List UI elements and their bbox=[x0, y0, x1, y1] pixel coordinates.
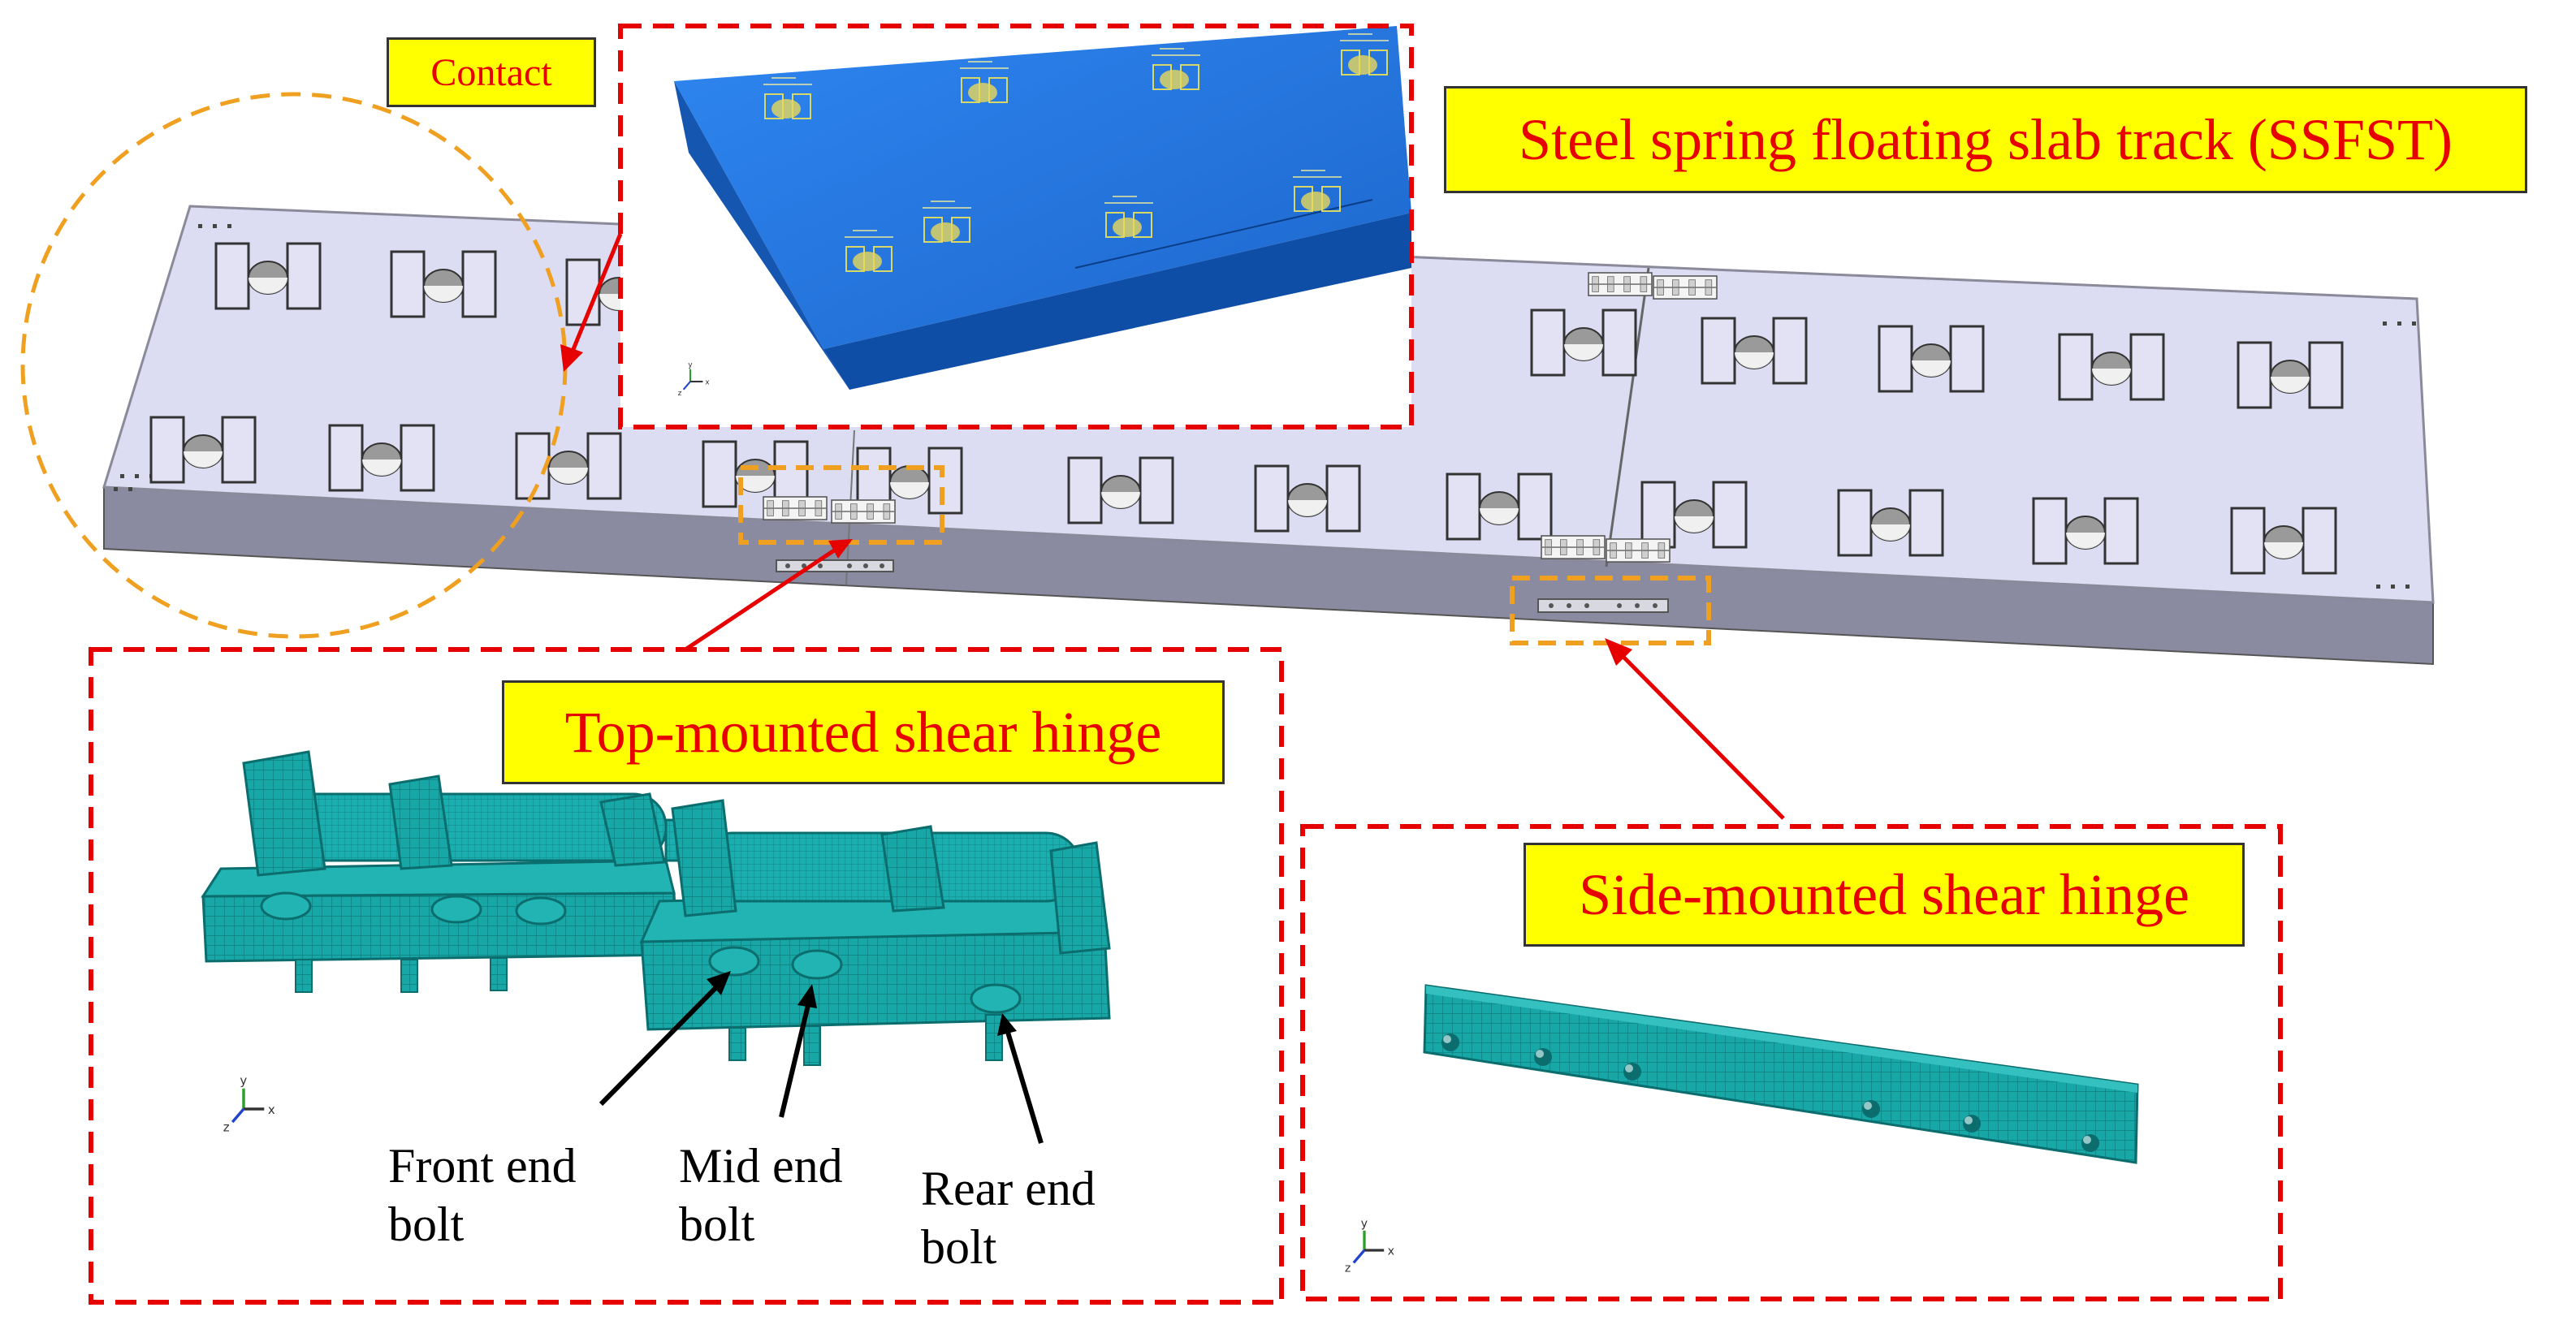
inset-contact bbox=[620, 26, 1411, 427]
inset-top-hinge-frame bbox=[89, 647, 1284, 1305]
side-hinge-label: Side-mounted shear hinge bbox=[1524, 843, 2245, 947]
blue-slab-side-front bbox=[823, 213, 1411, 390]
contact-label: Contact bbox=[387, 37, 596, 107]
mid-bolt-label-line2: bolt bbox=[679, 1197, 755, 1251]
top-hinge-label: Top-mounted shear hinge bbox=[502, 680, 1225, 784]
rear-bolt-label-line1: Rear end bbox=[921, 1162, 1096, 1215]
front-bolt-label-line1: Front end bbox=[388, 1139, 577, 1193]
hinge-right-assembly bbox=[639, 799, 1111, 1066]
corner-marks bbox=[114, 224, 2416, 589]
mid-bolt-label-line1: Mid end bbox=[679, 1139, 843, 1193]
inset-side-hinge-frame bbox=[1300, 824, 2283, 1301]
ssfst-label: Steel spring floating slab track (SSFST) bbox=[1444, 86, 2527, 193]
rear-bolt-label-line2: bolt bbox=[921, 1220, 997, 1274]
inset-contact-frame bbox=[618, 24, 1414, 429]
front-bolt-label: Front end bolt bbox=[388, 1137, 577, 1254]
front-bolt-label-line2: bolt bbox=[388, 1197, 465, 1251]
rear-bolt-label: Rear end bolt bbox=[921, 1159, 1096, 1276]
slab-joint bbox=[1605, 267, 1650, 567]
arrows bbox=[560, 233, 1785, 820]
bolt-arrows bbox=[599, 971, 1044, 1144]
mid-bolt-label: Mid end bolt bbox=[679, 1137, 843, 1254]
